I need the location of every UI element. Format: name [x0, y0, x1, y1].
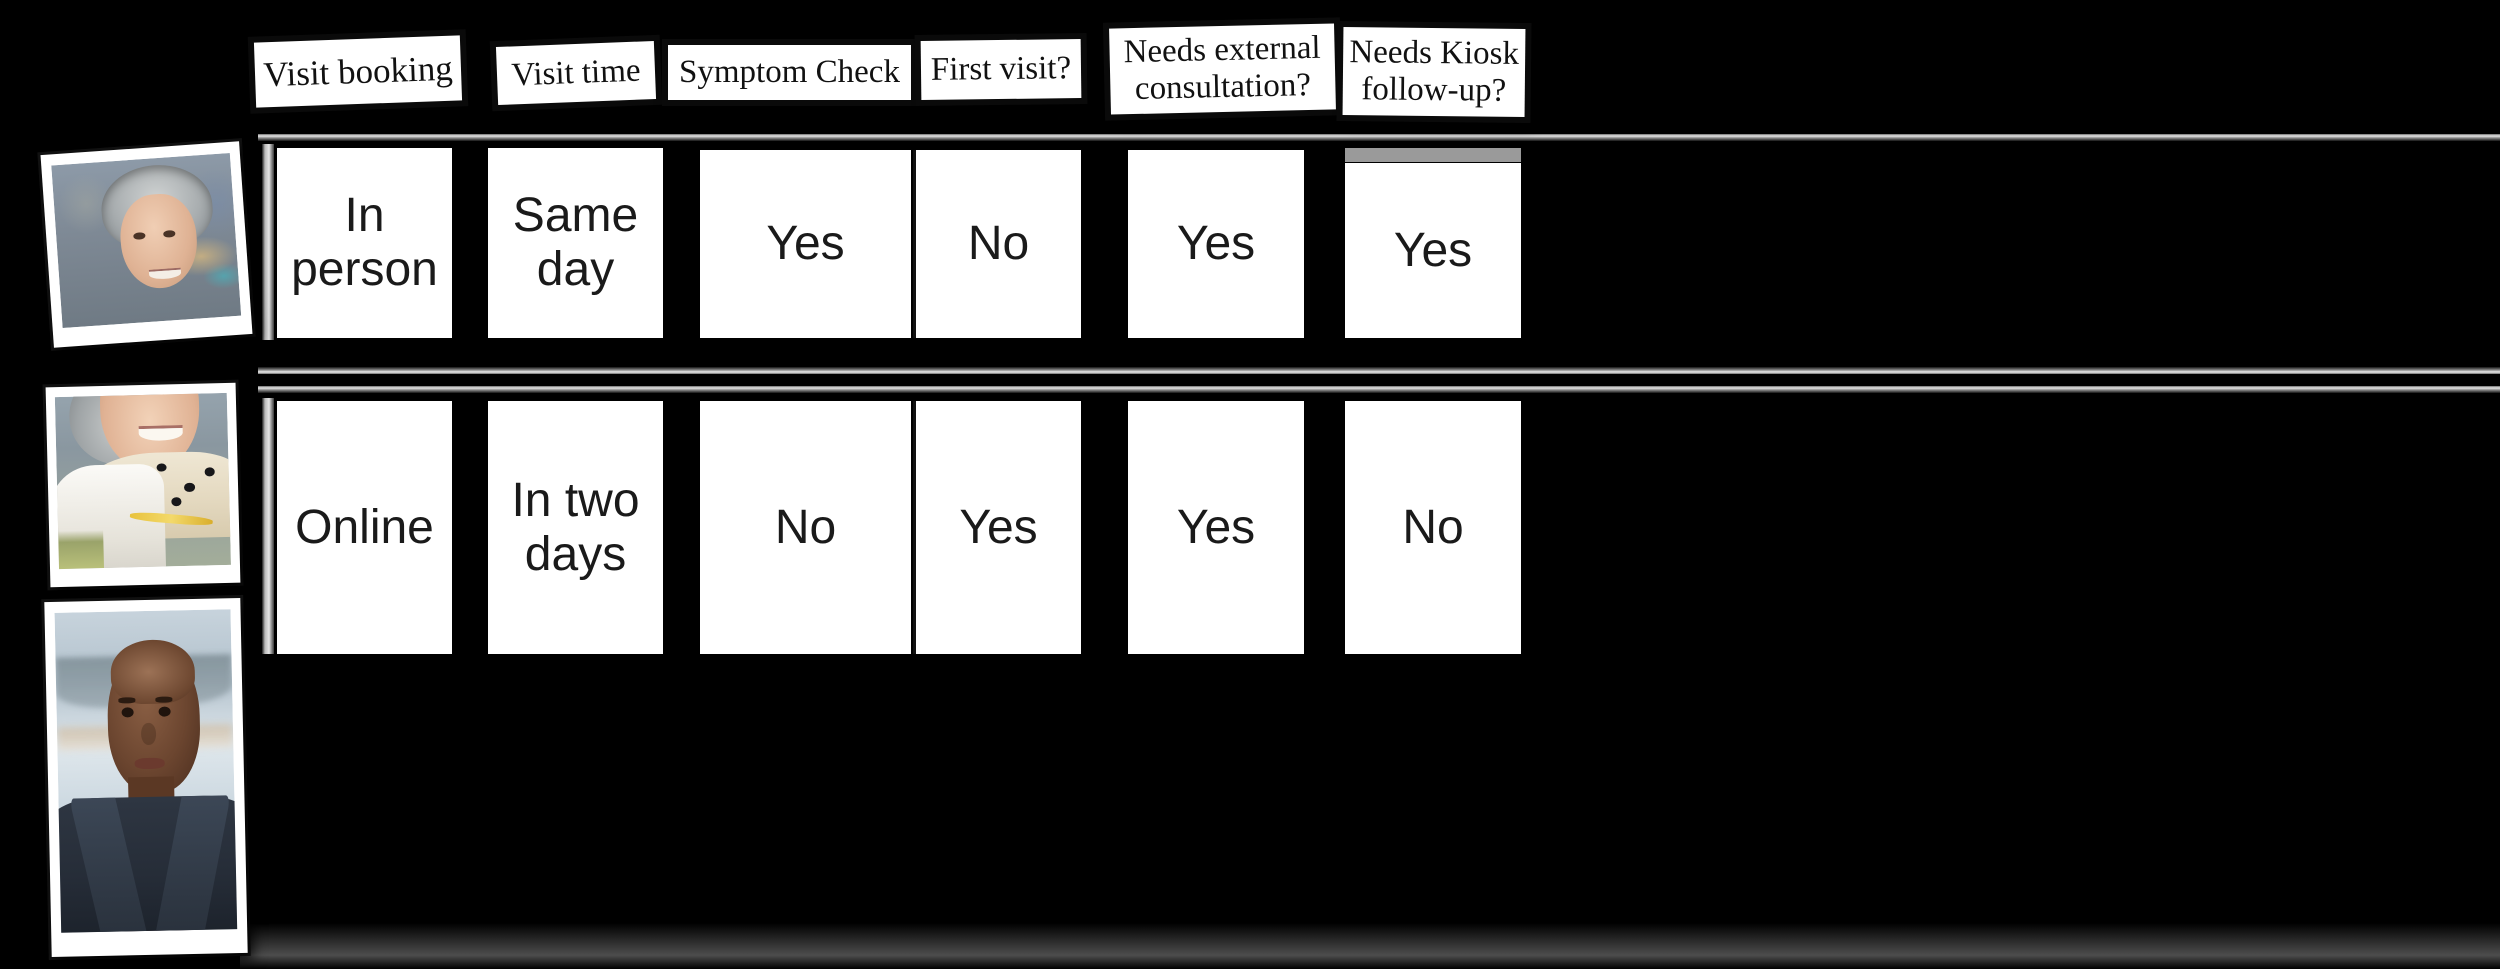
column-header-needs-external-consultation: Needs external consultation?: [1109, 23, 1336, 115]
row-left-gutter: [262, 144, 274, 340]
persona-photo-row-2: [44, 597, 248, 958]
cell-symptom-check-row-1: Yes: [700, 150, 911, 338]
bottom-vignette: [240, 923, 2500, 969]
persona-photo-image: [54, 609, 238, 933]
row-top-edge-band: [258, 386, 2500, 393]
cell-value: Yes: [959, 500, 1038, 554]
cell-value: Yes: [1176, 217, 1256, 271]
table-row: In person Same day Yes No Yes Yes: [0, 134, 2500, 376]
cell-visit-booking-row-1: In person: [277, 148, 452, 338]
column-header-needs-kiosk-follow-up: Needs Kiosk follow-up?: [1342, 27, 1526, 117]
column-header-visit-booking: Visit booking: [253, 35, 463, 108]
cell-needs-external-consultation-row-2: Yes: [1128, 401, 1304, 654]
persona-photo-image: [54, 392, 231, 570]
cell-value: No: [1402, 500, 1464, 554]
persona-photo-row-1-lower: [45, 382, 241, 588]
cell-grey-cap: [1345, 148, 1521, 162]
portrait-young-man-denim: [54, 609, 238, 933]
column-header-first-visit: First visit?: [920, 39, 1082, 100]
column-header-needs-external-consultation-label: Needs external consultation?: [1123, 29, 1321, 107]
cell-symptom-check-row-2: No: [700, 401, 911, 654]
row-left-gutter: [262, 398, 274, 654]
row-top-edge-band: [258, 134, 2500, 141]
cell-value: No: [774, 500, 837, 554]
cell-visit-time-row-2: In two days: [488, 401, 663, 654]
cell-value: Same day: [512, 189, 639, 296]
column-header-visit-time: Visit time: [495, 40, 657, 106]
cell-first-visit-row-2: Yes: [916, 401, 1081, 654]
column-header-symptom-check: Symptom Check: [668, 45, 911, 100]
persona-photo-row-1: [40, 141, 253, 348]
cell-visit-time-row-1: Same day: [488, 148, 663, 338]
cell-visit-booking-row-2: Online: [277, 401, 452, 654]
cell-needs-kiosk-follow-up-row-2: No: [1345, 401, 1521, 654]
cell-value: In person: [291, 189, 438, 296]
persona-photo-image: [51, 152, 242, 329]
table-body: In person Same day Yes No Yes Yes: [0, 134, 2500, 969]
column-header-needs-kiosk-follow-up-label: Needs Kiosk follow-up?: [1349, 34, 1520, 109]
cell-value: No: [967, 217, 1030, 271]
column-header-visit-booking-label: Visit booking: [262, 48, 454, 95]
cell-value: Yes: [766, 217, 845, 271]
column-header-first-visit-label: First visit?: [930, 50, 1072, 88]
cell-value: Yes: [1176, 500, 1256, 554]
cell-value: Online: [295, 500, 434, 554]
cell-value: In two days: [511, 473, 640, 581]
table-row: Online In two days No Yes Yes No: [0, 386, 2500, 716]
column-header-visit-time-label: Visit time: [510, 52, 642, 93]
cell-needs-kiosk-follow-up-row-1: Yes: [1345, 163, 1521, 338]
column-header-symptom-check-label: Symptom Check: [679, 54, 900, 91]
portrait-elderly-woman-upper: [51, 152, 242, 329]
cell-divider: [913, 150, 916, 338]
portrait-elderly-woman-smiling: [54, 392, 231, 570]
cell-needs-external-consultation-row-1: Yes: [1128, 150, 1304, 338]
cell-first-visit-row-1: No: [916, 150, 1081, 338]
cell-value: Yes: [1393, 223, 1473, 277]
row-bottom-edge-band: [258, 367, 2500, 374]
cell-divider: [913, 401, 916, 654]
